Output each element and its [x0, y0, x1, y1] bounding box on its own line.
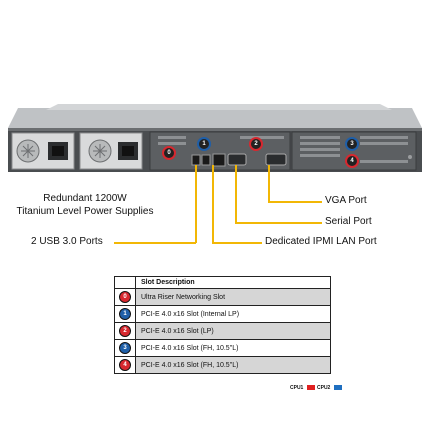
table-row: 4 PCI-E 4.0 x16 Slot (FH, 10.5"L) — [114, 356, 331, 374]
leader-usb-h — [114, 242, 196, 244]
leader-usb-v — [195, 165, 197, 243]
leader-vga-v — [268, 165, 270, 202]
callout-power-line-1: Redundant 1200W — [43, 193, 127, 204]
serial-port — [227, 153, 247, 166]
leader-ipmi-v — [212, 165, 214, 243]
table-row: 2 PCI-E 4.0 x16 Slot (LP) — [114, 322, 331, 340]
slot-description: Ultra Riser Networking Slot — [135, 288, 331, 306]
slot-description: PCI-E 4.0 x16 Slot (Internal LP) — [135, 305, 331, 323]
callout-serial: Serial Port — [325, 216, 372, 227]
table-row: 0 Ultra Riser Networking Slot — [114, 288, 331, 306]
table-header-row: Slot Description — [114, 276, 331, 289]
slot-marker-icon: 2 — [119, 325, 131, 337]
vga-port — [265, 153, 287, 166]
usb-port-1 — [191, 154, 201, 166]
table-header: Slot Description — [135, 276, 331, 289]
table-row: 3 PCI-E 4.0 x16 Slot (FH, 10.5"L) — [114, 339, 331, 357]
callout-power-supplies: Redundant 1200W Titanium Level Power Sup… — [10, 192, 160, 218]
callout-power-line-2: Titanium Level Power Supplies — [16, 206, 154, 217]
slot-description: PCI-E 4.0 x16 Slot (FH, 10.5"L) — [135, 339, 331, 357]
server-slot-marker-icon: 0 — [162, 146, 176, 160]
server-slot-marker-icon: 3 — [345, 137, 359, 151]
leader-serial-v — [235, 165, 237, 223]
callout-vga: VGA Port — [325, 195, 367, 206]
legend-cpu2-swatch — [334, 385, 342, 390]
ipmi-lan-port — [212, 153, 226, 167]
legend-cpu1-swatch — [307, 385, 315, 390]
callout-usb: 2 USB 3.0 Ports — [31, 236, 103, 247]
server-slot-marker-icon: 1 — [197, 137, 211, 151]
callout-ipmi: Dedicated IPMI LAN Port — [265, 236, 377, 247]
legend-cpu2-label: CPU2 — [317, 385, 331, 391]
table-row: 1 PCI-E 4.0 x16 Slot (Internal LP) — [114, 305, 331, 323]
slot-marker-icon: 0 — [119, 291, 131, 303]
slot-marker-icon: 1 — [119, 308, 131, 320]
slot-description-table: Slot Description 0 Ultra Riser Networking… — [114, 276, 331, 374]
slot-marker-icon: 3 — [119, 342, 131, 354]
power-supply-1 — [11, 132, 75, 170]
leader-ipmi-h — [212, 242, 262, 244]
server-rear-panel — [8, 104, 422, 172]
slot-marker-icon: 4 — [119, 359, 131, 371]
server-slot-marker-icon: 2 — [249, 137, 263, 151]
server-slot-marker-icon: 4 — [345, 154, 359, 168]
leader-serial-h — [235, 222, 322, 224]
slot-description: PCI-E 4.0 x16 Slot (LP) — [135, 322, 331, 340]
usb-port-2 — [201, 154, 211, 166]
power-supply-2 — [79, 132, 143, 170]
leader-vga-h — [268, 201, 322, 203]
legend-cpu1-label: CPU1 — [290, 385, 304, 391]
slot-description: PCI-E 4.0 x16 Slot (FH, 10.5"L) — [135, 356, 331, 374]
